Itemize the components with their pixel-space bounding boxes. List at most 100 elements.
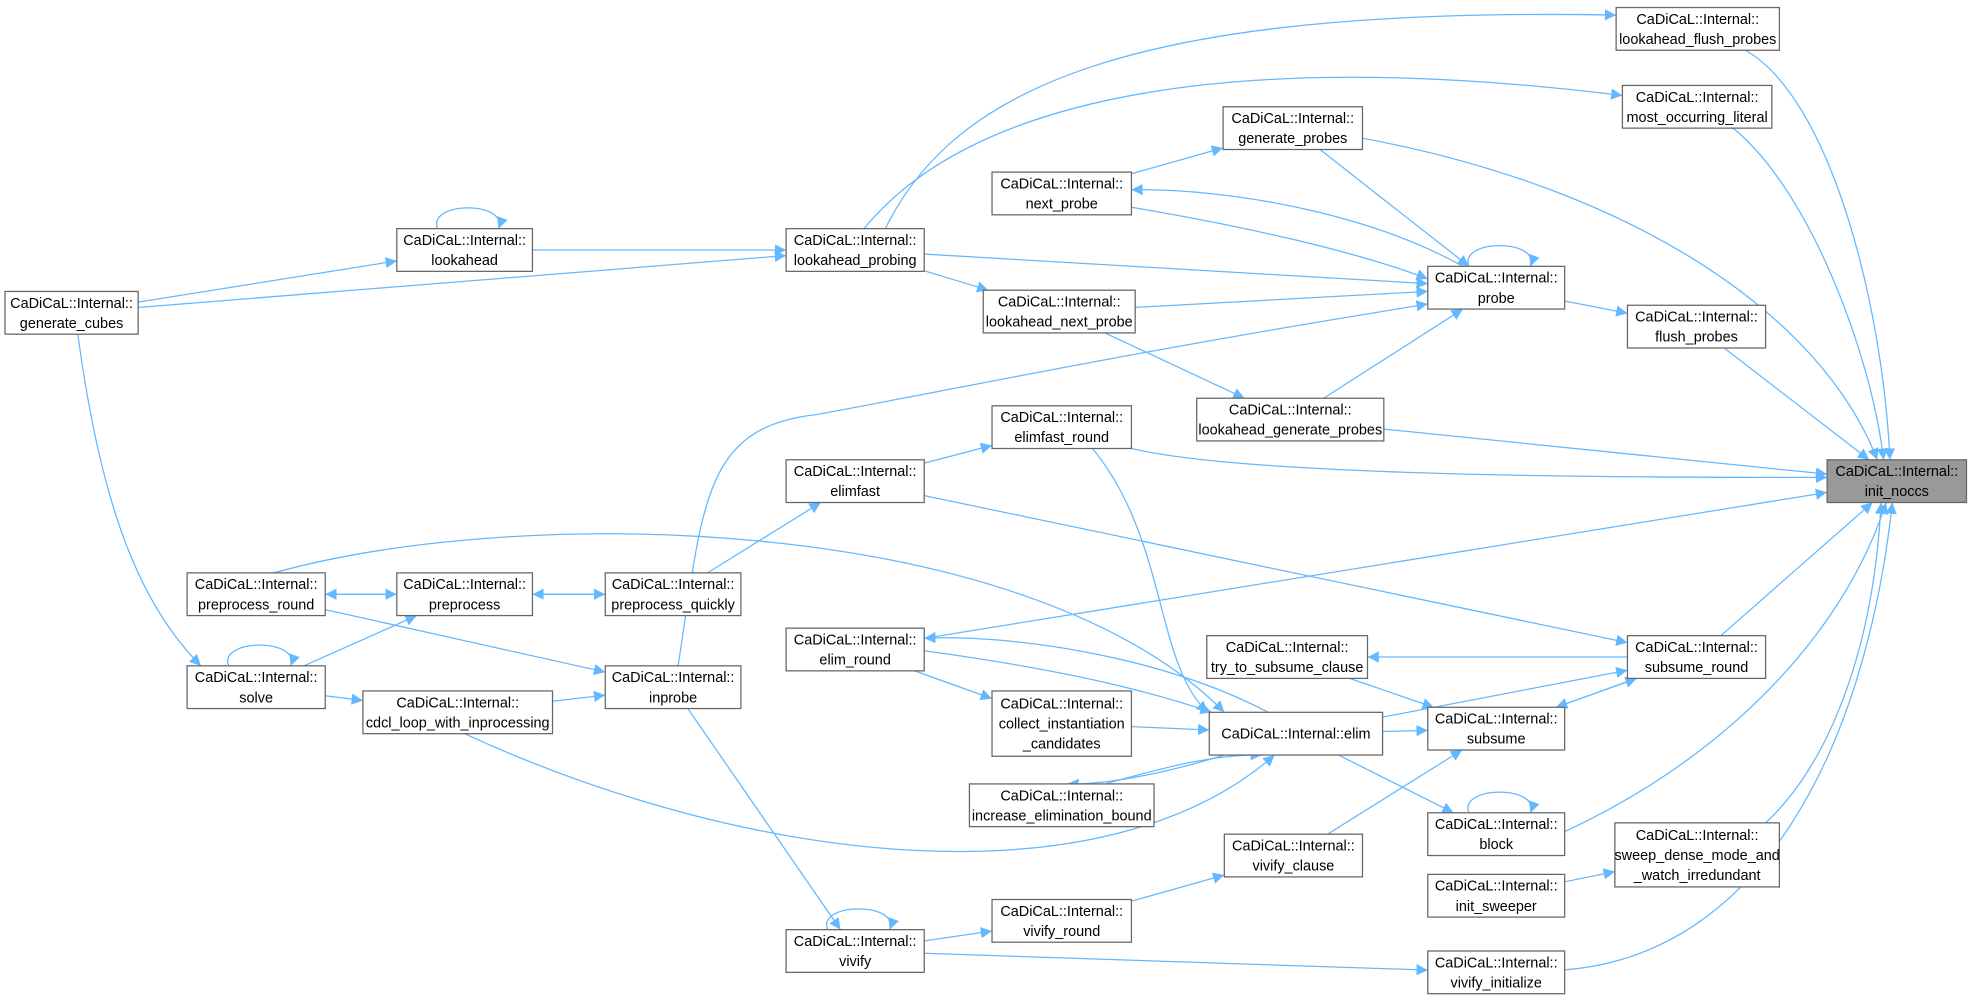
node-box: [1615, 6, 1781, 51]
node-label: CaDiCaL::Internal::: [1435, 879, 1558, 895]
call-edge-vivify-to-vivify-round: [924, 927, 993, 942]
node-label: lookahead: [431, 253, 498, 269]
node-box: [1206, 635, 1369, 680]
node-label: CaDiCaL::Internal::: [10, 296, 133, 312]
call-edge-generate-probes-to-probe: [1319, 149, 1470, 267]
node-box: [991, 171, 1133, 216]
node-label: CaDiCaL::Internal::: [612, 670, 735, 686]
call-edge-probe-to-next-probe: [1131, 183, 1464, 267]
node-init-sweeper[interactable]: CaDiCaL::Internal::init_sweeper: [1427, 873, 1566, 918]
node-elimfast[interactable]: CaDiCaL::Internal::elimfast: [785, 459, 925, 504]
node-flush-probes[interactable]: CaDiCaL::Internal::flush_probes: [1626, 304, 1767, 349]
node-label: CaDiCaL::Internal::: [1229, 403, 1352, 419]
node-box: [396, 572, 534, 617]
node-probe[interactable]: CaDiCaL::Internal::probe: [1427, 265, 1566, 310]
call-edge-collect-instantiation-candidates-to-elim: [1131, 723, 1210, 736]
node-label: increase_elimination_bound: [972, 808, 1152, 824]
node-label: next_probe: [1026, 197, 1098, 213]
node-sweep-dense-mode-and-watch-irredundant[interactable]: CaDiCaL::Internal::sweep_dense_mode_and_…: [1614, 822, 1781, 888]
node-label: CaDiCaL::Internal::: [1000, 697, 1123, 713]
call-edge-next-probe-to-probe: [1131, 206, 1429, 281]
node-next-probe[interactable]: CaDiCaL::Internal::next_probe: [991, 171, 1133, 216]
node-box: [968, 783, 1155, 828]
node-collect-instantiation-candidates[interactable]: CaDiCaL::Internal::collect_instantiation…: [991, 690, 1133, 757]
edges-layer: [77, 9, 1897, 976]
call-edge-increase-elimination-bound-to-elim: [1104, 749, 1263, 785]
node-try-to-subsume-clause[interactable]: CaDiCaL::Internal::try_to_subsume_clause: [1206, 635, 1369, 680]
node-label: vivify: [839, 954, 872, 970]
node-label: CaDiCaL::Internal::: [1835, 464, 1958, 480]
node-increase-elimination-bound[interactable]: CaDiCaL::Internal::increase_elimination_…: [968, 783, 1155, 828]
node-cdcl-loop-with-inprocessing[interactable]: CaDiCaL::Internal::cdcl_loop_with_inproc…: [362, 690, 554, 735]
call-edge-generate-probes-to-init-noccs: [1362, 137, 1879, 461]
node-solve[interactable]: CaDiCaL::Internal::solve: [186, 665, 326, 710]
node-label: subsume: [1467, 732, 1526, 748]
call-edge-elimfast-round-to-elim: [1092, 448, 1209, 713]
node-box: [982, 289, 1136, 334]
node-label: CaDiCaL::Internal::: [1000, 410, 1123, 426]
node-generate-cubes[interactable]: CaDiCaL::Internal::generate_cubes: [4, 290, 139, 335]
node-preprocess-quickly[interactable]: CaDiCaL::Internal::preprocess_quickly: [604, 572, 742, 617]
call-edge-init-sweeper-to-sweep-dense-mode-and-watch-irredundant: [1564, 868, 1616, 883]
node-label: generate_probes: [1238, 131, 1347, 147]
call-edge-vivify-clause-to-subsume: [1327, 749, 1463, 835]
node-label: vivify_initialize: [1450, 975, 1541, 991]
node-lookahead[interactable]: CaDiCaL::Internal::lookahead: [396, 228, 534, 272]
node-preprocess-round[interactable]: CaDiCaL::Internal::preprocess_round: [186, 572, 326, 617]
call-edge-generate-cubes-to-lookahead-probing: [138, 250, 787, 309]
node-elim-round[interactable]: CaDiCaL::Internal::elim_round: [785, 627, 925, 672]
call-edge-lookahead-next-probe-to-probe: [1135, 286, 1428, 309]
node-vivify-clause[interactable]: CaDiCaL::Internal::vivify_clause: [1223, 833, 1364, 878]
call-edge-elim-to-subsume-round: [1382, 666, 1628, 718]
call-edge-flush-probes-to-init-noccs: [1723, 347, 1870, 461]
node-label: CaDiCaL::Internal::: [1226, 640, 1349, 656]
call-edge-elim-round-to-collect-instantiation-candidates: [914, 670, 993, 701]
node-label: CaDiCaL::Internal::: [396, 695, 519, 711]
call-edge-elim-round-to-elim: [924, 650, 1212, 715]
node-lookahead-next-probe[interactable]: CaDiCaL::Internal::lookahead_next_probe: [982, 289, 1136, 334]
call-edge-probe-to-flush-probes: [1564, 300, 1628, 317]
call-edge-sweep-dense-mode-and-watch-irredundant-to-init-noccs: [1763, 502, 1887, 825]
call-edge-lookahead-to-lookahead: [436, 207, 508, 229]
call-edge-elim-to-block: [1338, 754, 1454, 814]
node-elimfast-round[interactable]: CaDiCaL::Internal::elimfast_round: [991, 405, 1133, 450]
node-label: elimfast_round: [1014, 430, 1109, 446]
call-edge-preprocess-round-to-elim: [273, 533, 1225, 713]
node-box: [186, 572, 326, 617]
node-inprobe[interactable]: CaDiCaL::Internal::inprobe: [604, 665, 742, 710]
node-label: elimfast: [830, 484, 880, 500]
node-elim[interactable]: CaDiCaL::Internal::elim: [1208, 711, 1384, 756]
call-edge-elimfast-round-to-init-noccs: [1131, 447, 1828, 484]
node-box: [991, 690, 1133, 757]
node-subsume[interactable]: CaDiCaL::Internal::subsume: [1427, 706, 1566, 751]
node-box: [1222, 106, 1364, 151]
node-init-noccs[interactable]: CaDiCaL::Internal::init_noccs: [1826, 459, 1968, 504]
node-lookahead-probing[interactable]: CaDiCaL::Internal::lookahead_probing: [785, 228, 925, 272]
node-block[interactable]: CaDiCaL::Internal::block: [1427, 812, 1566, 857]
node-vivify-initialize[interactable]: CaDiCaL::Internal::vivify_initialize: [1427, 950, 1566, 995]
node-subsume-round[interactable]: CaDiCaL::Internal::subsume_round: [1626, 635, 1767, 680]
node-label: probe: [1478, 291, 1515, 307]
node-generate-probes[interactable]: CaDiCaL::Internal::generate_probes: [1222, 106, 1364, 151]
call-edge-subsume-round-to-init-noccs: [1720, 502, 1873, 637]
call-edge-lookahead-probing-to-most-occurring-literal: [863, 76, 1623, 230]
node-vivify-round[interactable]: CaDiCaL::Internal::vivify_round: [991, 898, 1133, 943]
node-label: CaDiCaL::Internal::: [195, 670, 318, 686]
node-label: lookahead_probing: [794, 253, 917, 269]
call-edge-elim-to-subsume: [1382, 724, 1428, 737]
node-box: [396, 228, 534, 272]
node-vivify[interactable]: CaDiCaL::Internal::vivify: [785, 929, 925, 973]
node-lookahead-flush-probes[interactable]: CaDiCaL::Internal::lookahead_flush_probe…: [1615, 6, 1781, 51]
call-edge-vivify-initialize-to-init-noccs: [1564, 502, 1897, 971]
node-label: CaDiCaL::Internal::: [1636, 12, 1759, 28]
node-lookahead-generate-probes[interactable]: CaDiCaL::Internal::lookahead_generate_pr…: [1196, 397, 1385, 442]
node-most-occurring-literal[interactable]: CaDiCaL::Internal::most_occurring_litera…: [1621, 84, 1773, 129]
node-label: CaDiCaL::Internal::: [195, 577, 318, 593]
node-label: lookahead_next_probe: [986, 315, 1133, 331]
node-label: CaDiCaL::Internal::: [1000, 904, 1123, 920]
node-box: [785, 929, 925, 973]
node-box: [785, 459, 925, 504]
node-label: _candidates: [1022, 737, 1101, 753]
node-label: CaDiCaL::Internal::: [1636, 90, 1759, 106]
node-preprocess[interactable]: CaDiCaL::Internal::preprocess: [396, 572, 534, 617]
